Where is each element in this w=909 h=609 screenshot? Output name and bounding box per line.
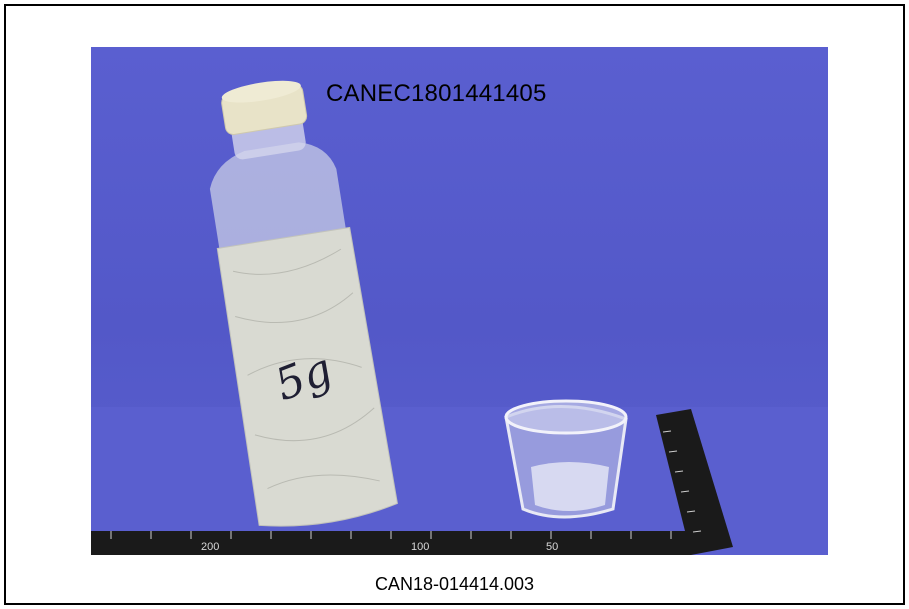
ruler-bottom-label-3: 50 bbox=[546, 541, 558, 553]
ruler-bottom-label-2: 100 bbox=[411, 541, 429, 553]
photo-scene: 200 100 50 bbox=[91, 80, 828, 555]
specimen-bottle: 5g bbox=[209, 80, 398, 527]
side-ruler bbox=[656, 409, 733, 555]
specimen-caption: CAN18-014414.003 bbox=[374, 574, 535, 594]
bottom-ruler-ticks bbox=[110, 531, 672, 539]
side-ruler-ticks bbox=[662, 430, 702, 533]
specimen-frame: 200 100 50 bbox=[4, 4, 905, 605]
specimen-id-overlay: CANEC1801441405 bbox=[326, 80, 547, 107]
bottle-wrap bbox=[216, 226, 398, 527]
specimen-photo: 200 100 50 bbox=[91, 47, 828, 555]
sample-cup bbox=[504, 399, 628, 519]
ruler-bottom-label-1: 200 bbox=[201, 541, 219, 553]
